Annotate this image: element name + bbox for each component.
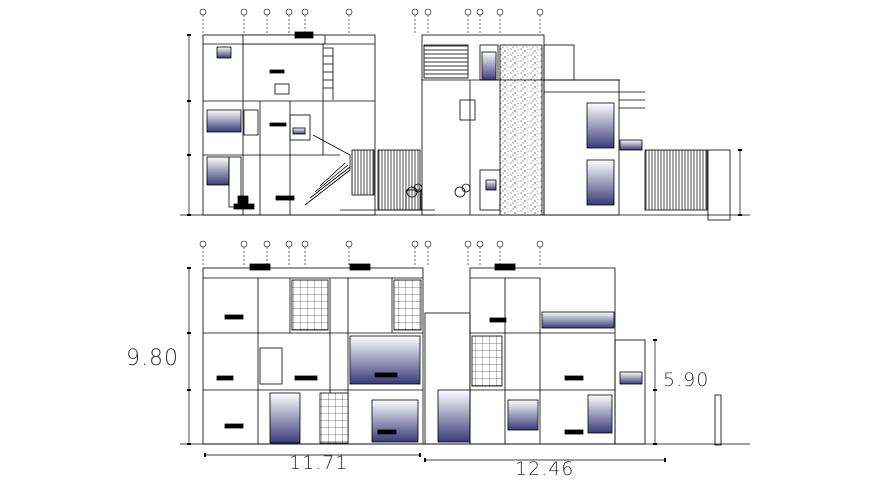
dimension-lines <box>188 35 741 461</box>
grid-bubble <box>424 8 432 16</box>
dimension-tick <box>204 453 206 457</box>
grid-bubble <box>424 240 432 248</box>
grid-bubble <box>240 240 248 248</box>
elevation-top-left <box>180 31 435 216</box>
dimension-width-left: 11.71 <box>289 452 349 474</box>
dimension-height-left: 9.80 <box>126 346 179 371</box>
grid-bubble <box>496 8 504 16</box>
dimension-tick <box>419 453 421 457</box>
grid-bubble <box>285 8 293 16</box>
grid-bubble <box>345 8 353 16</box>
dimension-tick <box>653 443 657 445</box>
grid-bubble <box>476 240 484 248</box>
dimension-tick <box>187 267 191 269</box>
elevation-bottom-right <box>420 263 750 446</box>
grid-bubble <box>345 240 353 248</box>
dimension-tick <box>187 214 191 216</box>
grid-bubble <box>464 240 472 248</box>
grid-bubble <box>199 240 207 248</box>
elevation-bottom-left <box>180 263 430 445</box>
grid-bubble <box>411 240 419 248</box>
grid-bubble <box>263 240 271 248</box>
dimension-tick <box>187 154 191 156</box>
dimension-tick <box>738 214 742 216</box>
dimension-tick <box>738 149 742 151</box>
dimension-tick <box>187 34 191 36</box>
grid-bubble <box>464 8 472 16</box>
dimension-width-right: 12.46 <box>515 458 575 480</box>
dimension-tick <box>187 389 191 391</box>
grid-bubble <box>476 8 484 16</box>
grid-bubble <box>263 8 271 16</box>
grid-bubble <box>301 8 309 16</box>
dimension-tick <box>664 458 666 462</box>
dimension-tick <box>653 339 657 341</box>
grid-bubble <box>285 240 293 248</box>
grid-bubble <box>496 240 504 248</box>
grid-bubble <box>411 8 419 16</box>
dimension-tick <box>187 100 191 102</box>
dimension-tick <box>424 458 426 462</box>
dimension-tick <box>187 332 191 334</box>
dimension-tick <box>653 389 657 391</box>
elevation-top-right <box>405 34 750 221</box>
dimension-height-right: 5.90 <box>663 369 710 391</box>
dimension-ticks <box>187 34 742 462</box>
grid-bubble <box>536 240 544 248</box>
grid-axis-bubbles <box>199 8 544 266</box>
dimension-tick <box>187 443 191 445</box>
grid-bubble <box>199 8 207 16</box>
grid-bubble <box>240 8 248 16</box>
grid-bubble <box>536 8 544 16</box>
grid-bubble <box>301 240 309 248</box>
